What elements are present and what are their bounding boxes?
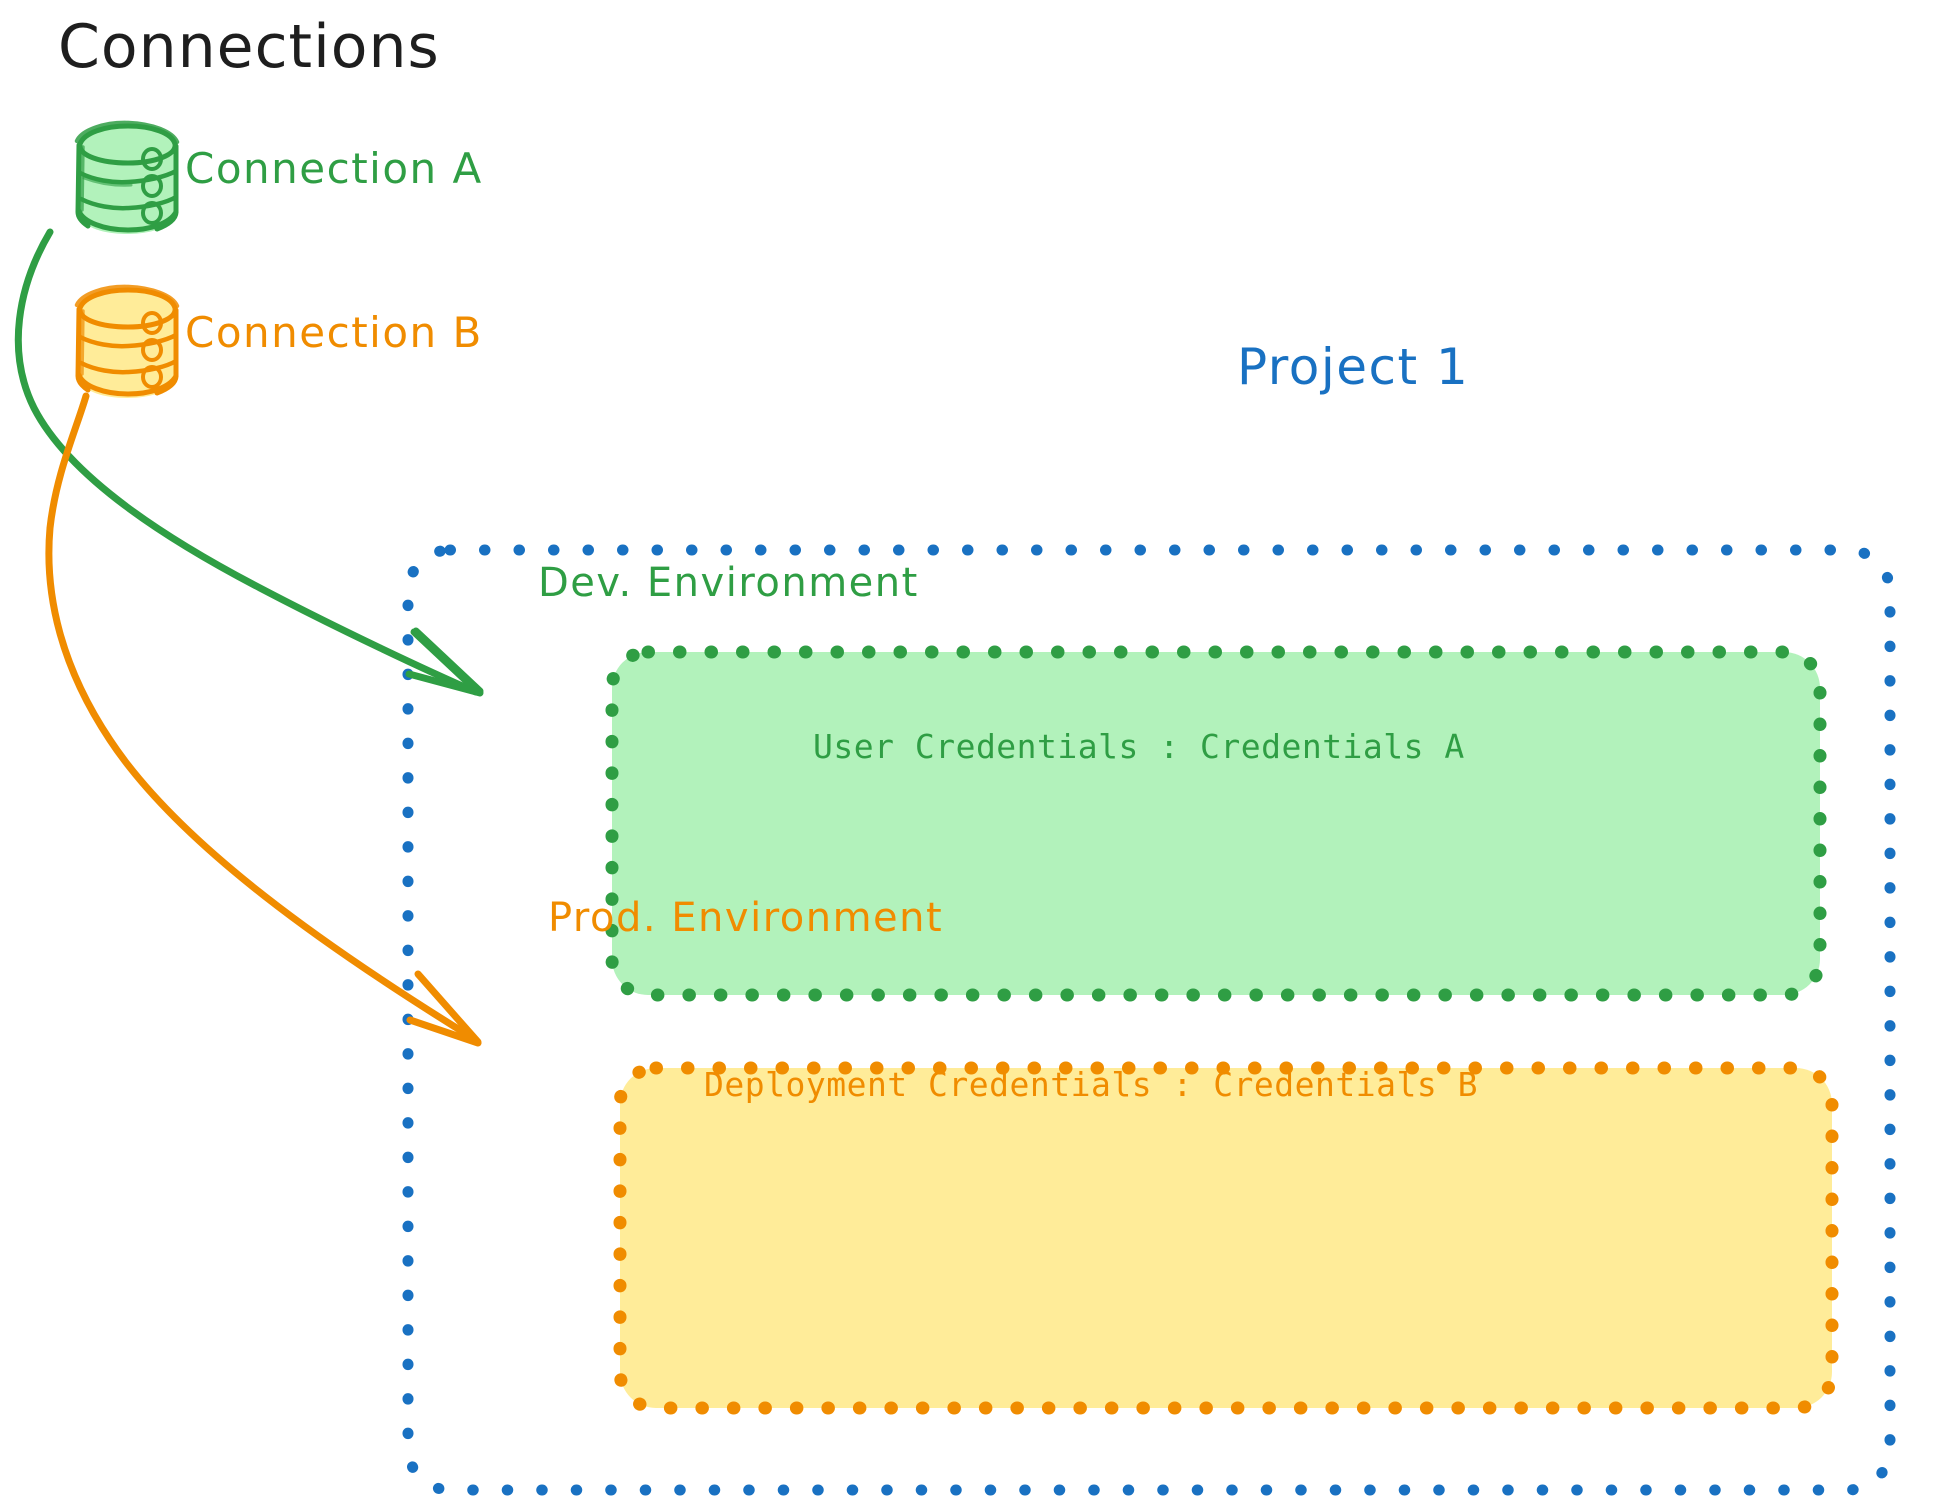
- prod-environment-box[interactable]: [613, 1061, 1839, 1415]
- connection-a-icon[interactable]: [70, 118, 180, 236]
- connection-b-label[interactable]: Connection B: [185, 308, 483, 357]
- arrow-connection-a-to-dev: [14, 228, 484, 697]
- project-title: Project 1: [1237, 338, 1470, 396]
- prod-environment-title: Prod. Environment: [548, 895, 944, 941]
- page-title: Connections: [58, 12, 440, 82]
- prod-environment-credentials: Deployment Credentials : Credentials B: [704, 1065, 1478, 1104]
- database-cylinder-icon-a[interactable]: [74, 120, 180, 234]
- dev-environment-title: Dev. Environment: [538, 560, 919, 606]
- connection-b-icon[interactable]: [70, 282, 180, 400]
- arrow-connection-b-to-prod: [45, 392, 482, 1047]
- connection-a-label[interactable]: Connection A: [185, 144, 483, 193]
- prod-environment-region[interactable]: [620, 1068, 1832, 1408]
- dev-environment-region[interactable]: [612, 652, 1820, 995]
- dev-environment-box[interactable]: [605, 645, 1827, 1002]
- database-cylinder-icon-b[interactable]: [74, 284, 180, 398]
- dev-environment-credentials: User Credentials : Credentials A: [813, 727, 1465, 766]
